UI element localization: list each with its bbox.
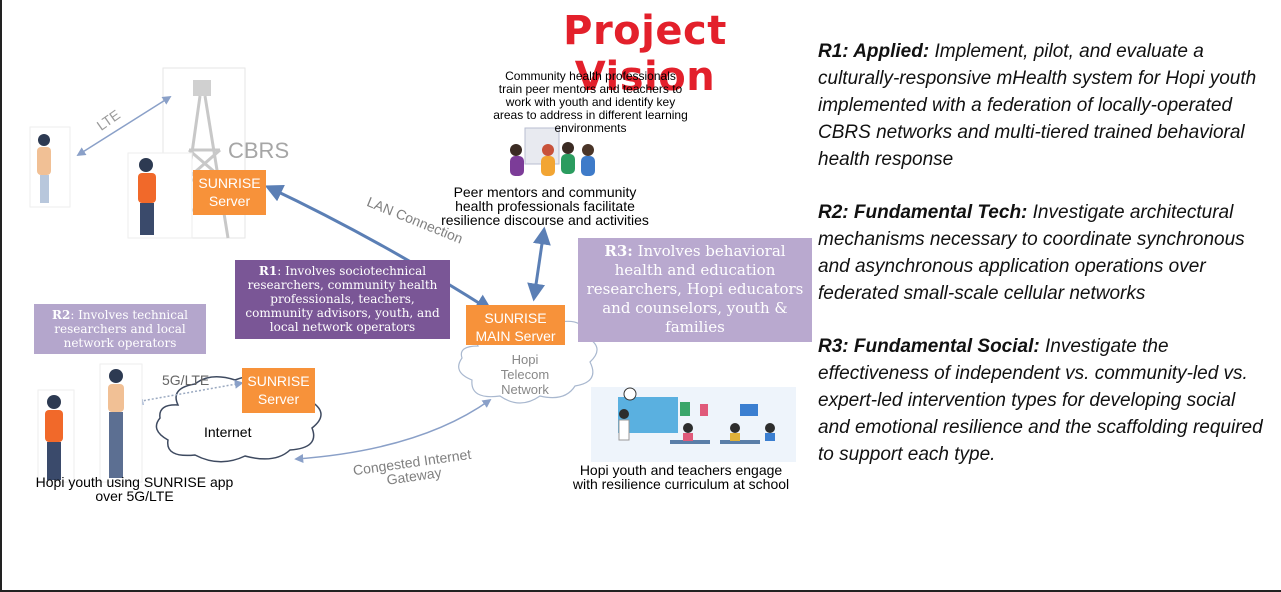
community-health-caption: Community health professionals train pee… (493, 69, 688, 135)
research-aim-r2: R2: Fundamental Tech: Investigate archit… (818, 199, 1268, 307)
page-title: Project Vision (563, 8, 727, 100)
aim-text: Implement, pilot, and evaluate a cultura… (818, 41, 1257, 170)
r3-prefix: R3: (604, 242, 633, 260)
aim-label: R1: Applied: (818, 41, 930, 62)
r3-text: Involves behavioral health and education… (586, 242, 804, 336)
hopi-youth-caption: Hopi youth using SUNRISE app over 5G/LTE (35, 474, 234, 504)
research-aim-r3: R3: Fundamental Social: Investigate the … (818, 333, 1268, 468)
r1-text: : Involves sociotechnical researchers, c… (245, 264, 440, 334)
fiveg-lte-label: 5G/LTE (162, 372, 210, 388)
r1-prefix: R1 (258, 264, 278, 278)
peer-mentors-caption: Peer mentors and community health profes… (441, 184, 649, 228)
sunrise-main-server: SUNRISE MAIN Server (466, 305, 565, 345)
r2-prefix: R2 (51, 308, 71, 322)
r1-involvement-box: R1: Involves sociotechnical researchers,… (235, 260, 450, 339)
sunrise-server-top: SUNRISE Server (193, 170, 266, 215)
school-caption: Hopi youth and teachers engage with resi… (572, 462, 790, 492)
sunrise-server-bottom: SUNRISE Server (242, 368, 315, 413)
group-discussion-illustration-icon (506, 125, 602, 177)
aim-label: R3: Fundamental Social: (818, 336, 1040, 357)
cbrs-label: CBRS (228, 138, 290, 163)
aim-text: Investigate architectural mechanisms nec… (818, 202, 1245, 304)
classroom-illustration-icon (591, 387, 796, 462)
research-aims-panel: R1: Applied: Implement, pilot, and evalu… (818, 38, 1268, 494)
person-phone-topleft-icon (29, 126, 71, 208)
internet-label: Internet (204, 424, 252, 440)
frame-left-border (0, 0, 2, 592)
frame-bottom-border (0, 590, 1281, 592)
hopi-youth-people-icon (37, 363, 143, 483)
r3-involvement-box: R3: Involves behavioral health and educa… (578, 238, 812, 342)
aim-text: Investigate the effectiveness of indepen… (818, 336, 1263, 465)
r2-text: : Involves technical researchers and loc… (54, 308, 188, 350)
r2-involvement-box: R2: Involves technical researchers and l… (34, 304, 206, 354)
aim-label: R2: Fundamental Tech: (818, 202, 1028, 223)
hopi-telecom-label: Hopi Telecom Network (500, 352, 550, 397)
person-orange-top-icon (127, 152, 193, 239)
research-aim-r1: R1: Applied: Implement, pilot, and evalu… (818, 38, 1268, 173)
